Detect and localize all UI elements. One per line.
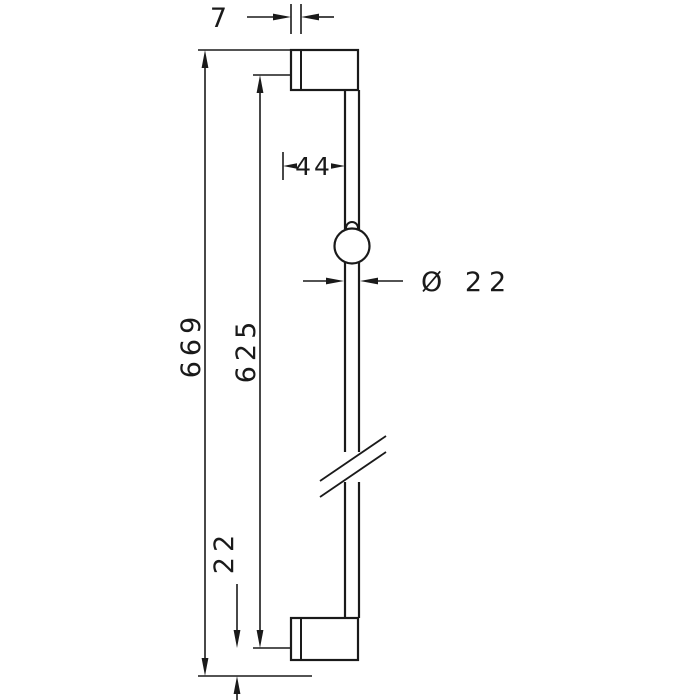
dim-diameter-label: Ø 22 [421, 267, 513, 298]
arrowhead-down-icon [233, 630, 241, 648]
arrowhead-right-icon [331, 163, 345, 169]
dim-bracket-depth: 7 [210, 3, 334, 34]
arrowhead-down-icon [201, 658, 209, 676]
arrowhead-left-icon [360, 277, 378, 285]
dim-slider-offset-label: 44 [295, 152, 333, 181]
dim-bracket-depth-label: 7 [210, 3, 232, 34]
arrowhead-right-icon [273, 13, 291, 21]
dim-rail-length: 625 [231, 74, 292, 649]
arrowhead-left-icon [283, 163, 297, 169]
dim-bottom-offset-label: 22 [209, 530, 240, 574]
rail [343, 90, 361, 618]
break-line-upper [319, 435, 387, 482]
rail-body [346, 90, 358, 618]
top-bracket [289, 48, 360, 92]
bottom-bracket-body [289, 616, 360, 662]
arrowhead-left-icon [301, 13, 319, 21]
arrowhead-up-icon [256, 75, 264, 93]
dim-bottom-offset: 22 [209, 530, 241, 700]
arrowhead-up-icon [233, 676, 241, 694]
slider-body [333, 227, 371, 265]
part-geometry [289, 48, 387, 662]
dim-overall-length-label: 669 [176, 312, 207, 379]
dimensions: 7 44 Ø 22 669 [176, 3, 513, 700]
arrowhead-right-icon [326, 277, 344, 285]
bottom-bracket [289, 616, 360, 662]
top-bracket-body [289, 48, 360, 92]
dim-overall-length: 669 [176, 49, 312, 677]
break-lines [319, 435, 387, 498]
dim-slider-offset: 44 [282, 152, 345, 181]
dim-rail-length-label: 625 [231, 317, 262, 384]
slider [333, 221, 371, 265]
dim-diameter: Ø 22 [303, 267, 513, 298]
break-line-lower [319, 451, 387, 498]
arrowhead-down-icon [256, 630, 264, 648]
arrowhead-up-icon [201, 50, 209, 68]
